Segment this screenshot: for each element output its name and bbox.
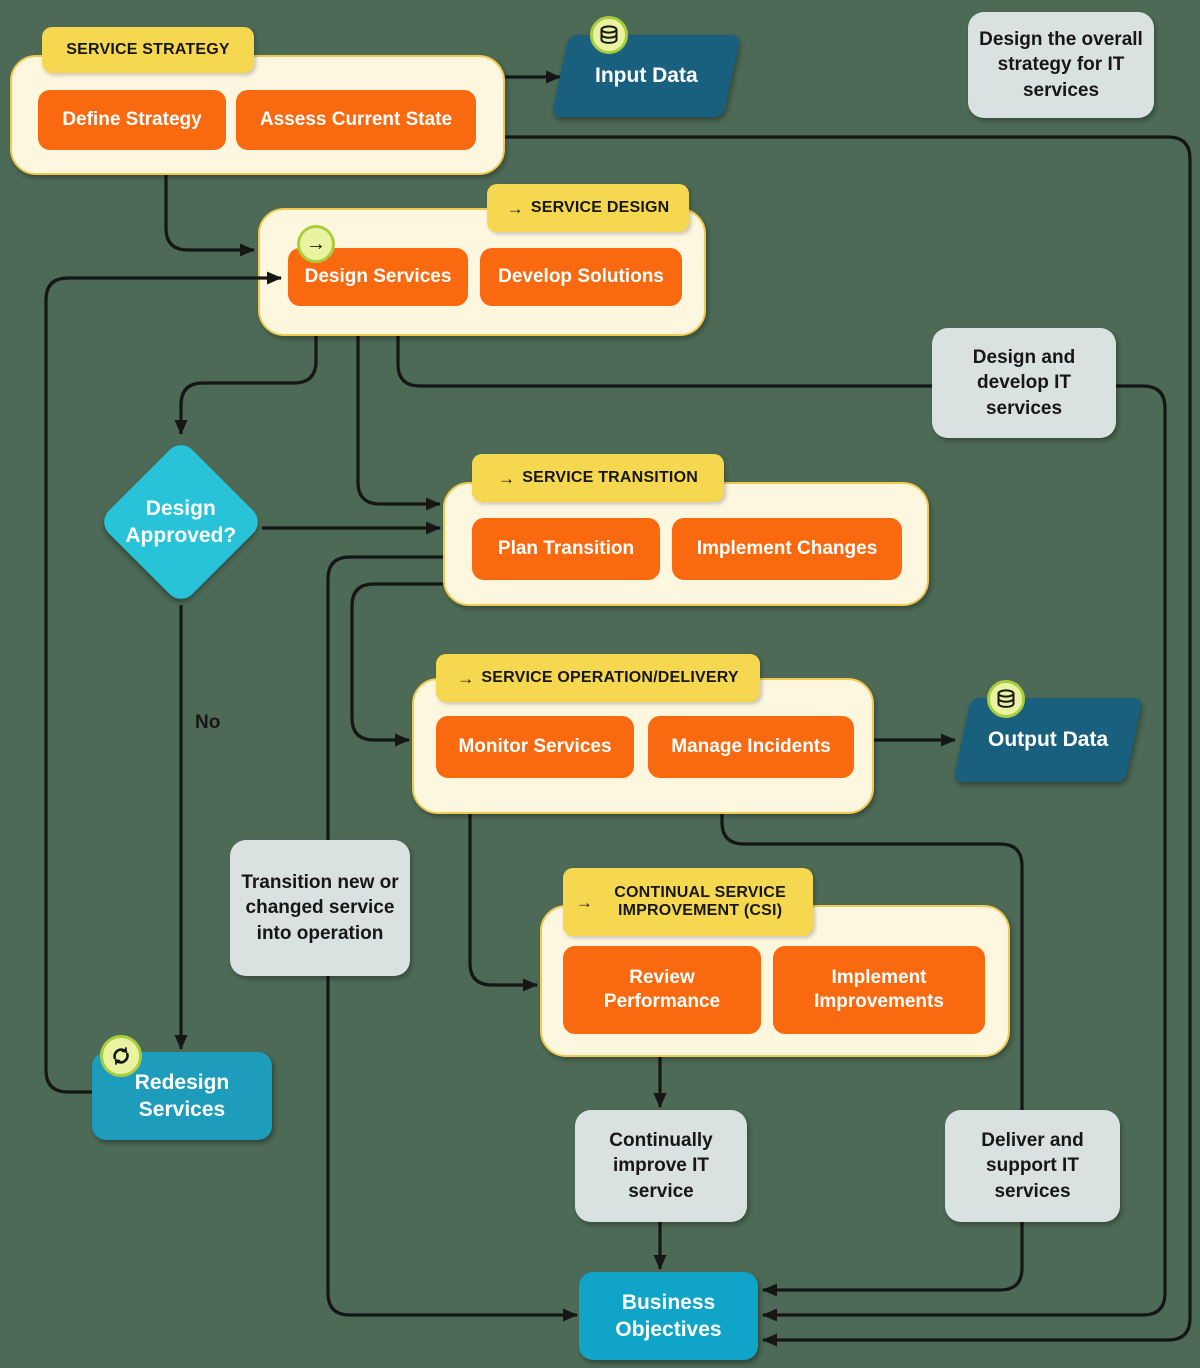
- design-annotation-note[interactable]: Design and develop IT services: [932, 328, 1116, 438]
- csi-annotation-note[interactable]: Continually improve IT service: [575, 1110, 747, 1222]
- edge-redesign-to-design-services: [44, 271, 282, 1094]
- plan-transition-button[interactable]: Plan Transition: [472, 518, 660, 580]
- flow-arrow-icon: →: [457, 668, 475, 688]
- business-objectives-label: Business Objectives: [615, 1290, 722, 1341]
- edge-strategy-to-objectives: [505, 135, 1192, 1347]
- service-design-label: → SERVICE DESIGN: [487, 184, 689, 232]
- implement-improvements-button[interactable]: Implement Improvements: [773, 946, 985, 1034]
- service-transition-label: → SERVICE TRANSITION: [472, 454, 724, 502]
- arrow-icon: →: [297, 225, 335, 263]
- operation-annotation-note[interactable]: Deliver and support IT services: [945, 1110, 1120, 1222]
- service-design-label-text: SERVICE DESIGN: [530, 199, 670, 216]
- edge-design-to-decision: [174, 336, 318, 435]
- decision-no-branch-label: No: [195, 712, 221, 733]
- database-icon: [590, 16, 628, 54]
- refresh-icon: [100, 1035, 142, 1077]
- edge-operation-to-objectives: [720, 814, 1024, 1297]
- edge-strategy-to-design: [164, 175, 255, 257]
- edge-operation-to-csi: [468, 814, 538, 992]
- edge-transition-to-operation: [350, 582, 443, 747]
- monitor-services-button[interactable]: Monitor Services: [436, 716, 634, 778]
- redesign-services-node[interactable]: Redesign Services: [92, 1052, 272, 1140]
- service-operation-label: → SERVICE OPERATION/DELIVERY: [436, 654, 760, 702]
- service-strategy-label: SERVICE STRATEGY: [42, 27, 254, 73]
- service-operation-label-text: SERVICE OPERATION/DELIVERY: [481, 669, 739, 686]
- edge-design-to-objectives: [396, 336, 1167, 1322]
- assess-current-state-button[interactable]: Assess Current State: [236, 90, 476, 150]
- manage-incidents-button[interactable]: Manage Incidents: [648, 716, 854, 778]
- define-strategy-button[interactable]: Define Strategy: [38, 90, 226, 150]
- strategy-annotation-note[interactable]: Design the overall strategy for IT servi…: [968, 12, 1154, 118]
- csi-label-text: CONTINUAL SERVICE IMPROVEMENT (CSI): [614, 884, 786, 919]
- develop-solutions-button[interactable]: Develop Solutions: [480, 248, 682, 306]
- redesign-services-label: Redesign Services: [134, 1070, 230, 1121]
- business-objectives-node[interactable]: Business Objectives: [579, 1272, 758, 1360]
- transition-annotation-note[interactable]: Transition new or changed service into o…: [230, 840, 410, 976]
- implement-changes-button[interactable]: Implement Changes: [672, 518, 902, 580]
- review-performance-button[interactable]: Review Performance: [563, 946, 761, 1034]
- flow-arrow-icon: →: [575, 892, 594, 912]
- service-transition-label-text: SERVICE TRANSITION: [522, 469, 698, 486]
- service-strategy-label-text: SERVICE STRATEGY: [66, 41, 230, 58]
- edge-design-to-transition: [356, 336, 441, 511]
- database-icon: [987, 680, 1025, 718]
- flow-arrow-icon: →: [498, 468, 516, 488]
- csi-label: → CONTINUAL SERVICE IMPROVEMENT (CSI): [563, 868, 813, 936]
- flow-arrow-icon: →: [506, 198, 524, 218]
